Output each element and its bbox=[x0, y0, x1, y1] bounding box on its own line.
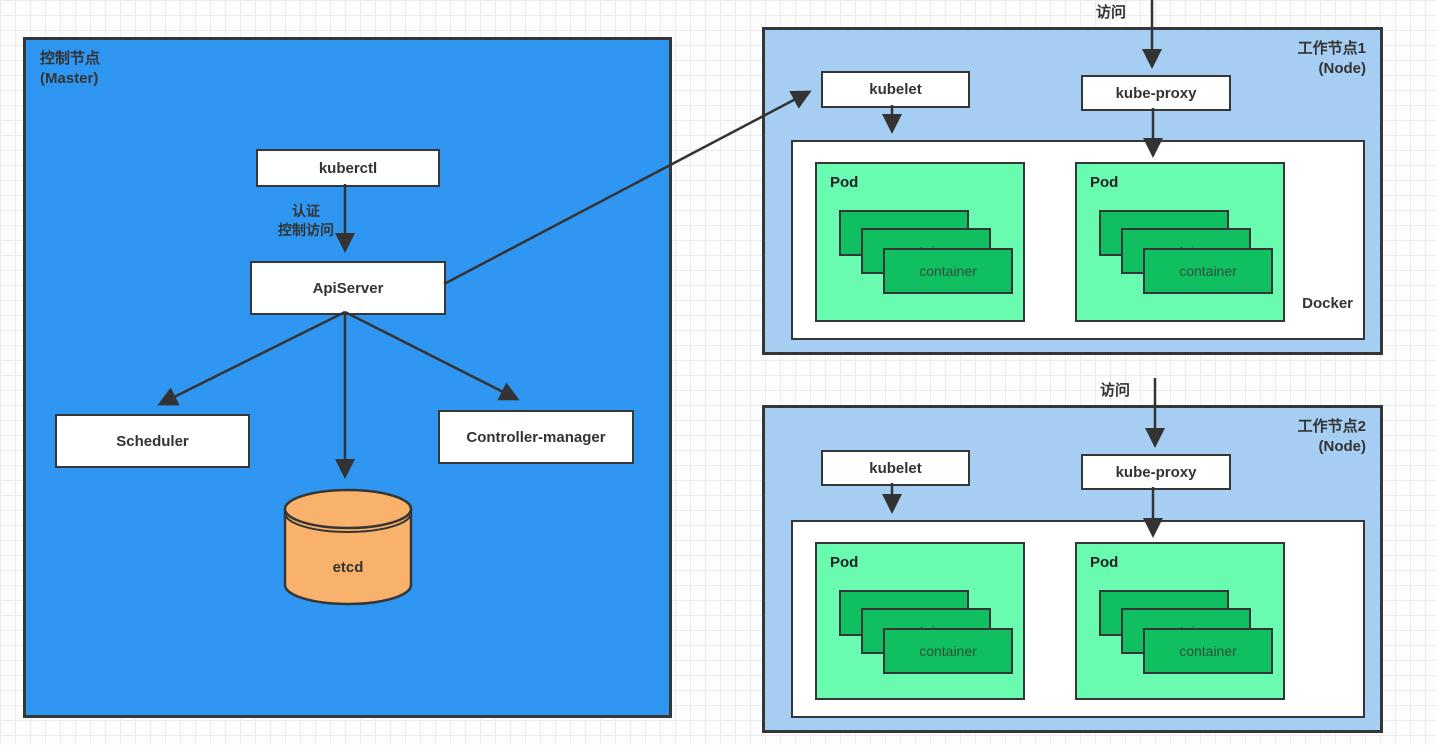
container-box: container bbox=[1143, 248, 1273, 294]
container-box: container bbox=[1143, 628, 1273, 674]
controller-manager-box: Controller-manager bbox=[438, 410, 634, 464]
worker-node-2-title-line1: 工作节点2 bbox=[1297, 418, 1366, 435]
access-label-node2: 访问 bbox=[1100, 382, 1131, 399]
worker-node-2-title: 工作节点2 (Node) bbox=[1298, 417, 1366, 457]
kuberctl-box: kuberctl bbox=[256, 149, 440, 187]
node1-pod-1: Pod container container container bbox=[815, 162, 1025, 322]
docker-label: Docker bbox=[1302, 295, 1353, 312]
etcd-cylinder-icon bbox=[283, 488, 413, 606]
node1-kube-proxy-box: kube-proxy bbox=[1081, 75, 1231, 111]
container-box: container bbox=[883, 628, 1013, 674]
master-node-group: 控制节点 (Master) kuberctl 认证 控制访问 ApiServer… bbox=[23, 37, 672, 718]
apiserver-box: ApiServer bbox=[250, 261, 446, 315]
etcd-label: etcd bbox=[332, 559, 364, 576]
node2-pod-1: Pod container container container bbox=[815, 542, 1025, 700]
auth-label-line1: 认证 bbox=[292, 203, 320, 219]
scheduler-box: Scheduler bbox=[55, 414, 250, 468]
node1-kubelet-box: kubelet bbox=[821, 71, 970, 108]
worker-node-1-group: 工作节点1 (Node) kubelet kube-proxy Pod cont… bbox=[762, 27, 1383, 355]
container-box: container bbox=[883, 248, 1013, 294]
worker-node-1-title: 工作节点1 (Node) bbox=[1298, 39, 1366, 79]
worker-node-2-title-line2: (Node) bbox=[1318, 438, 1367, 455]
pod-label: Pod bbox=[1090, 174, 1119, 191]
worker-node-1-title-line2: (Node) bbox=[1318, 60, 1367, 77]
node2-kube-proxy-box: kube-proxy bbox=[1081, 454, 1231, 490]
master-title-line2: (Master) bbox=[40, 70, 99, 87]
node1-pod-2: Pod container container container bbox=[1075, 162, 1285, 322]
master-title: 控制节点 (Master) bbox=[40, 49, 100, 89]
auth-label-line2: 控制访问 bbox=[278, 222, 334, 238]
master-title-line1: 控制节点 bbox=[40, 50, 101, 67]
node2-pod-2: Pod container container container bbox=[1075, 542, 1285, 700]
node1-docker-area: Pod container container container Pod co… bbox=[791, 140, 1365, 340]
auth-arrow-label: 认证 控制访问 bbox=[246, 202, 366, 240]
worker-node-1-title-line1: 工作节点1 bbox=[1297, 40, 1366, 57]
access-label-node1: 访问 bbox=[1096, 4, 1127, 21]
pod-label: Pod bbox=[1090, 554, 1119, 571]
pod-label: Pod bbox=[830, 174, 859, 191]
worker-node-2-group: 工作节点2 (Node) kubelet kube-proxy Pod cont… bbox=[762, 405, 1383, 733]
pod-label: Pod bbox=[830, 554, 859, 571]
node2-kubelet-box: kubelet bbox=[821, 450, 970, 486]
node2-runtime-area: Pod container container container Pod co… bbox=[791, 520, 1365, 718]
